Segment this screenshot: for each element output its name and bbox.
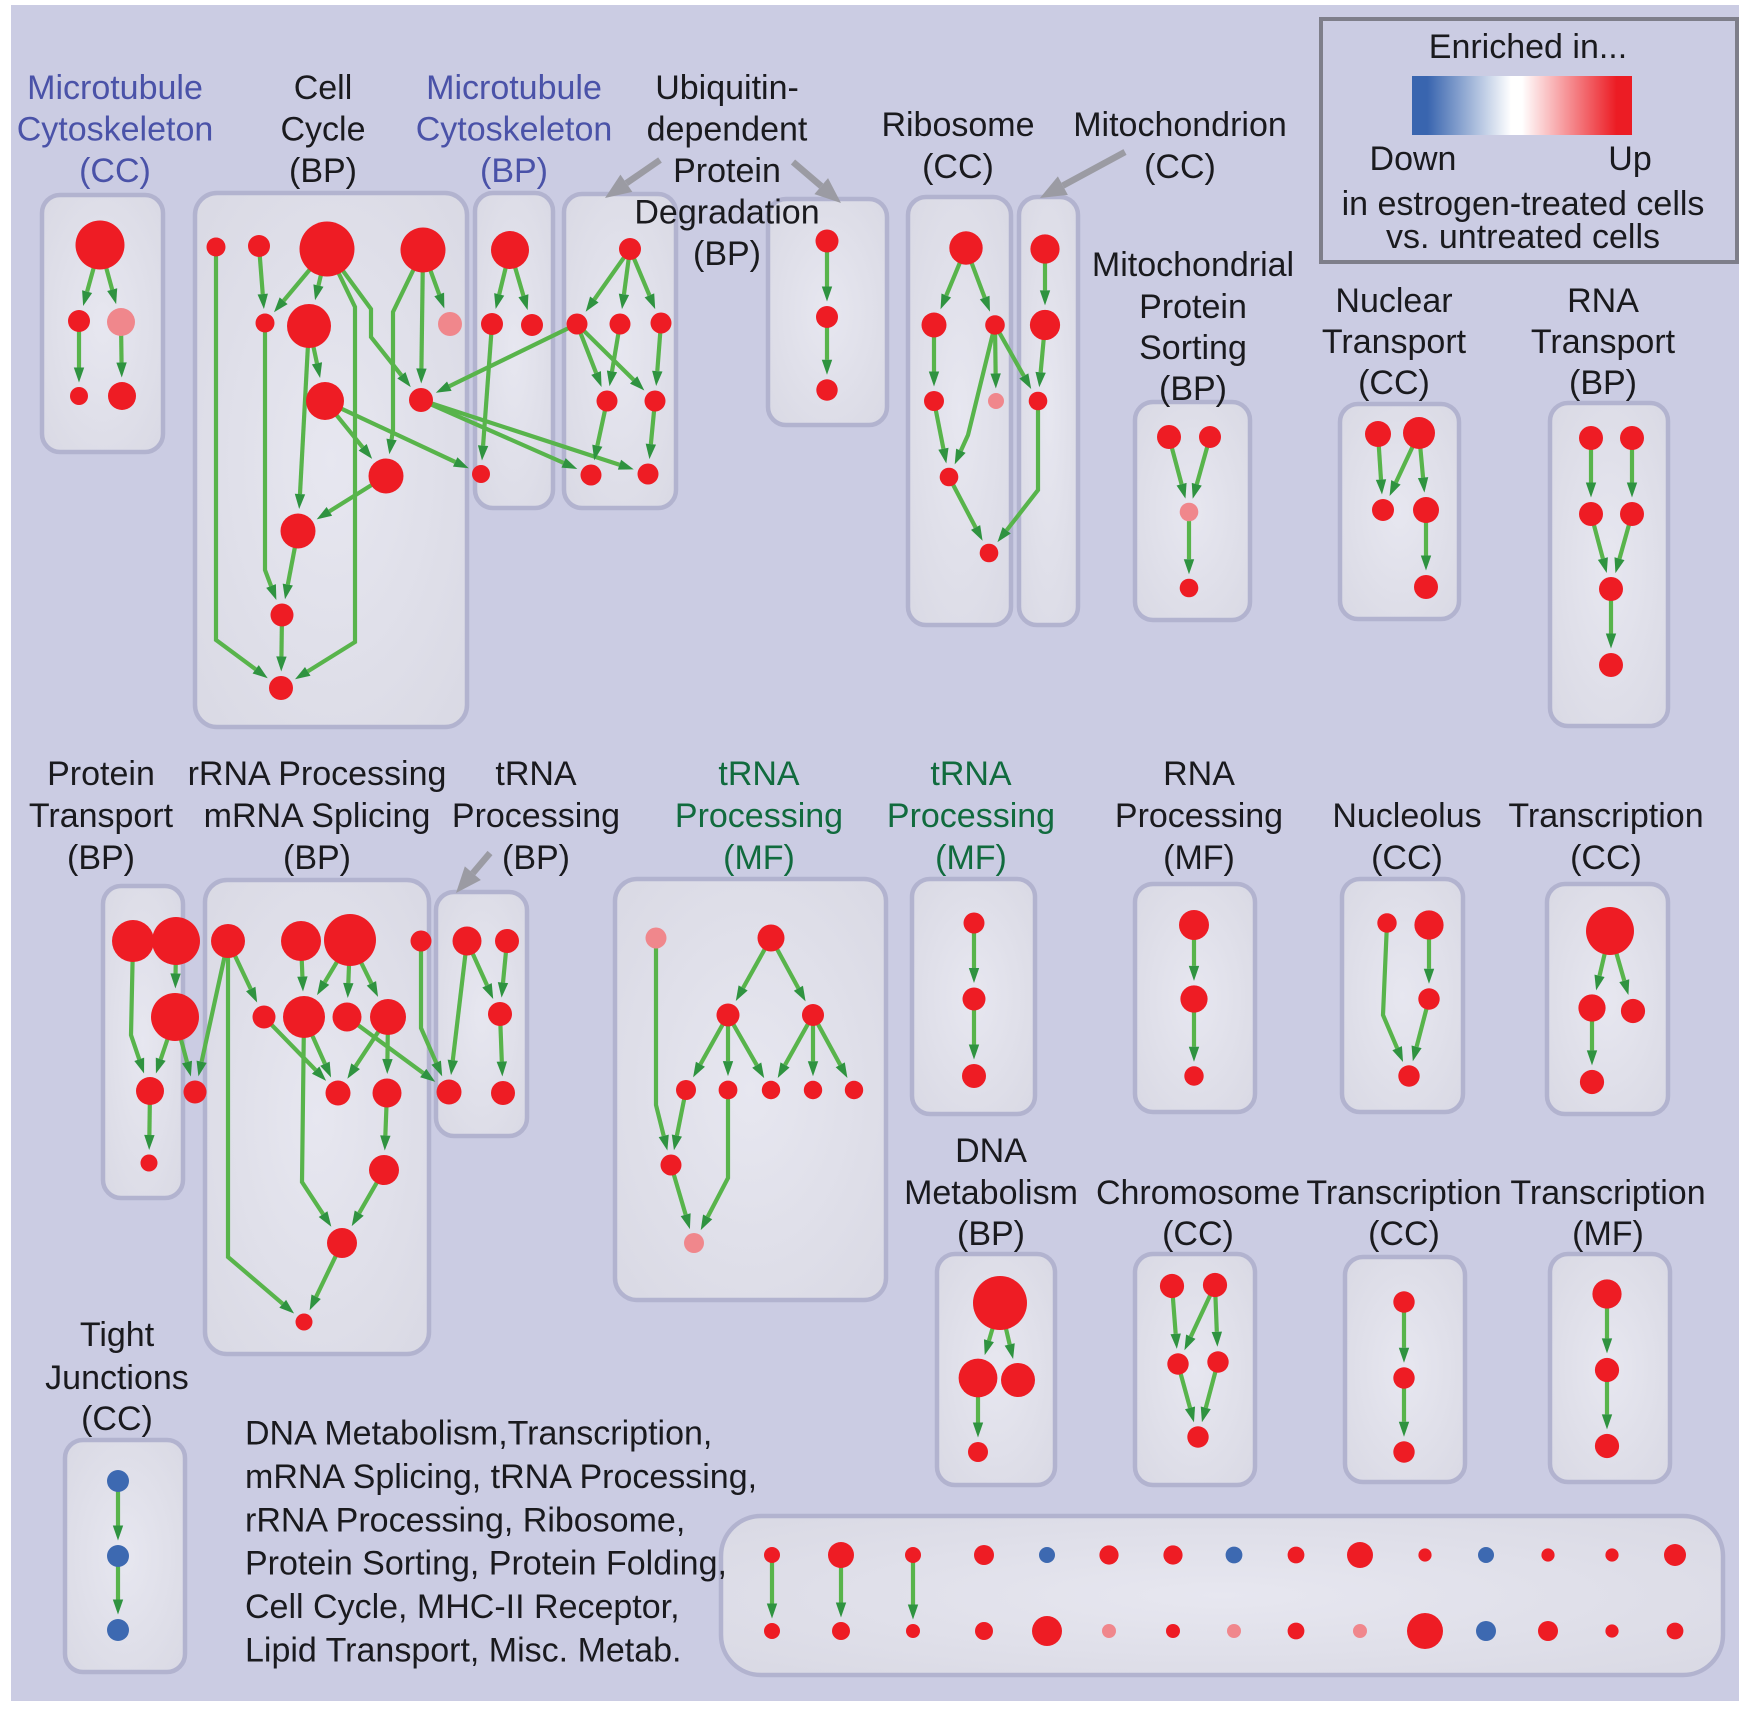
svg-text:RNA: RNA bbox=[1163, 755, 1235, 793]
svg-text:Ribosome: Ribosome bbox=[881, 106, 1034, 144]
svg-text:rRNA Processing, Ribosome,: rRNA Processing, Ribosome, bbox=[245, 1501, 685, 1539]
svg-text:(CC): (CC) bbox=[1368, 1215, 1440, 1253]
svg-text:DNA: DNA bbox=[955, 1132, 1027, 1170]
svg-text:Nucleolus: Nucleolus bbox=[1332, 797, 1481, 835]
svg-text:in estrogen-treated cells: in estrogen-treated cells bbox=[1342, 185, 1705, 223]
svg-text:rRNA Processing: rRNA Processing bbox=[188, 755, 447, 793]
svg-text:Mitochondrion: Mitochondrion bbox=[1073, 106, 1287, 144]
svg-text:(MF): (MF) bbox=[1572, 1215, 1644, 1253]
svg-text:RNA: RNA bbox=[1567, 282, 1639, 320]
svg-text:(BP): (BP) bbox=[502, 839, 570, 877]
svg-text:tRNA: tRNA bbox=[930, 755, 1012, 793]
svg-text:Transcription: Transcription bbox=[1508, 797, 1703, 835]
svg-text:(BP): (BP) bbox=[1569, 364, 1637, 402]
svg-text:Microtubule: Microtubule bbox=[27, 69, 203, 107]
svg-text:(MF): (MF) bbox=[1163, 839, 1235, 877]
svg-text:Tight: Tight bbox=[80, 1316, 155, 1354]
svg-text:Cytoskeleton: Cytoskeleton bbox=[17, 111, 214, 149]
svg-text:Sorting: Sorting bbox=[1139, 329, 1247, 367]
svg-text:Processing: Processing bbox=[1115, 797, 1283, 835]
svg-text:mRNA Splicing: mRNA Splicing bbox=[204, 797, 431, 835]
svg-text:Cell: Cell bbox=[294, 69, 353, 107]
svg-text:(BP): (BP) bbox=[480, 152, 548, 190]
svg-text:(CC): (CC) bbox=[81, 1400, 153, 1438]
svg-text:Down: Down bbox=[1370, 140, 1457, 178]
svg-text:Transport: Transport bbox=[29, 797, 174, 835]
svg-text:Chromosome: Chromosome bbox=[1096, 1174, 1300, 1212]
svg-text:Protein: Protein bbox=[673, 152, 781, 190]
svg-text:DNA Metabolism,Transcription,: DNA Metabolism,Transcription, bbox=[245, 1415, 712, 1453]
svg-text:(CC): (CC) bbox=[1358, 364, 1430, 402]
svg-text:(CC): (CC) bbox=[1144, 148, 1216, 186]
svg-text:Cell Cycle, MHC-II Receptor,: Cell Cycle, MHC-II Receptor, bbox=[245, 1588, 680, 1626]
svg-text:Metabolism: Metabolism bbox=[904, 1174, 1078, 1212]
svg-text:Protein: Protein bbox=[1139, 288, 1247, 326]
svg-text:(BP): (BP) bbox=[289, 152, 357, 190]
svg-text:(BP): (BP) bbox=[283, 839, 351, 877]
svg-text:Processing: Processing bbox=[675, 797, 843, 835]
svg-text:tRNA: tRNA bbox=[495, 755, 577, 793]
svg-text:(BP): (BP) bbox=[957, 1215, 1025, 1253]
svg-text:(BP): (BP) bbox=[693, 235, 761, 273]
svg-text:(CC): (CC) bbox=[79, 152, 151, 190]
svg-text:Ubiquitin-: Ubiquitin- bbox=[655, 69, 799, 107]
svg-text:Enriched in...: Enriched in... bbox=[1429, 28, 1627, 66]
svg-text:Processing: Processing bbox=[452, 797, 620, 835]
svg-text:(MF): (MF) bbox=[723, 839, 795, 877]
svg-text:Junctions: Junctions bbox=[45, 1359, 189, 1397]
svg-text:Nuclear: Nuclear bbox=[1335, 282, 1452, 320]
svg-text:(CC): (CC) bbox=[1371, 839, 1443, 877]
svg-text:Protein: Protein bbox=[47, 755, 155, 793]
svg-text:(BP): (BP) bbox=[67, 839, 135, 877]
svg-text:Cytoskeleton: Cytoskeleton bbox=[416, 111, 613, 149]
svg-text:(CC): (CC) bbox=[1570, 839, 1642, 877]
svg-text:(MF): (MF) bbox=[935, 839, 1007, 877]
svg-text:Processing: Processing bbox=[887, 797, 1055, 835]
svg-text:Transcription: Transcription bbox=[1306, 1174, 1501, 1212]
svg-text:Transport: Transport bbox=[1322, 323, 1467, 361]
svg-text:(BP): (BP) bbox=[1159, 370, 1227, 408]
svg-text:Transport: Transport bbox=[1531, 323, 1676, 361]
svg-text:Degradation: Degradation bbox=[634, 194, 819, 232]
svg-text:tRNA: tRNA bbox=[718, 755, 800, 793]
svg-text:Transcription: Transcription bbox=[1510, 1174, 1705, 1212]
svg-text:Lipid Transport, Misc. Metab.: Lipid Transport, Misc. Metab. bbox=[245, 1632, 682, 1670]
svg-text:vs. untreated cells: vs. untreated cells bbox=[1386, 218, 1660, 256]
svg-text:Mitochondrial: Mitochondrial bbox=[1092, 246, 1294, 284]
svg-text:Microtubule: Microtubule bbox=[426, 69, 602, 107]
svg-text:(CC): (CC) bbox=[922, 148, 994, 186]
svg-text:Cycle: Cycle bbox=[280, 111, 365, 149]
svg-text:mRNA Splicing, tRNA Processing: mRNA Splicing, tRNA Processing, bbox=[245, 1458, 757, 1496]
svg-text:Up: Up bbox=[1608, 140, 1651, 178]
svg-text:(CC): (CC) bbox=[1162, 1215, 1234, 1253]
svg-text:dependent: dependent bbox=[647, 111, 808, 149]
svg-text:Protein Sorting, Protein Foldi: Protein Sorting, Protein Folding, bbox=[245, 1545, 727, 1583]
